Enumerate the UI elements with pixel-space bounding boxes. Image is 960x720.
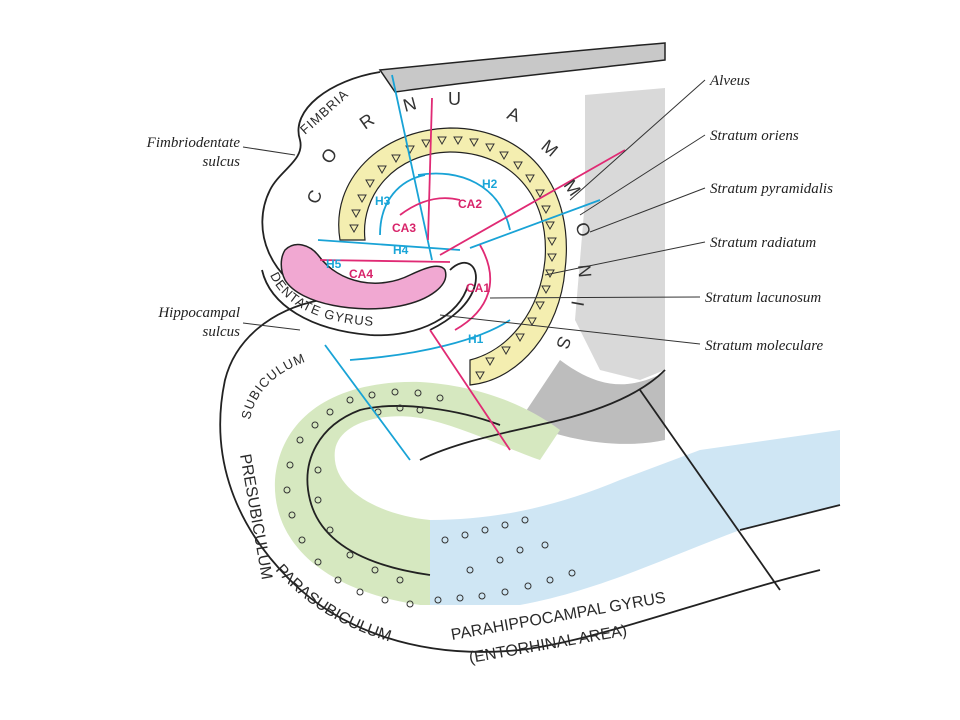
blue-arc-h3 (379, 174, 426, 236)
pink-arc-ca1 (454, 244, 492, 331)
label-hippocampal-2: sulcus (203, 324, 241, 340)
field-h1: H1 (468, 332, 484, 346)
cornu-letter-c: C (303, 187, 326, 206)
inner-outline (419, 369, 666, 461)
region-subiculum: SUBICULUM (238, 350, 307, 420)
subiculum-inner-edge (306, 405, 501, 576)
field-h4: H4 (393, 243, 409, 257)
gyrus-side-line (739, 504, 841, 531)
pink-line-ca3 (427, 97, 433, 241)
cornu-letter-o: O (317, 144, 341, 167)
ammonis-letter-n: N (574, 264, 595, 279)
blue-arc-h1 (349, 319, 511, 361)
blue-line-h4 (317, 239, 461, 251)
label-stratum-moleculare: Stratum moleculare (705, 338, 824, 354)
label-hippocampal-1: Hippocampal (157, 305, 240, 321)
cornu-letter-n: N (401, 93, 419, 116)
cornu-letter-u: U (448, 89, 461, 109)
ventricle-wall (575, 88, 665, 380)
ammonis-letter-m2: M (560, 176, 585, 200)
ammonis-letter-s: S (552, 334, 575, 352)
outer-outline (219, 71, 821, 653)
field-h5: H5 (326, 257, 342, 271)
blue-line-fimbria (391, 74, 433, 261)
pink-pathways (319, 97, 626, 451)
blue-pathways (317, 74, 601, 461)
ventricle-shadow (520, 360, 665, 444)
field-h3: H3 (375, 194, 391, 208)
leader-lines (242, 79, 706, 345)
label-fimbriodentate-2: sulcus (203, 154, 241, 170)
pink-line-ca1 (429, 329, 511, 451)
label-stratum-lacunosum: Stratum lacunosum (705, 290, 821, 306)
cornu-letter-r: R (356, 109, 378, 133)
pyramidal-cells (349, 136, 557, 381)
field-ca3: CA3 (392, 221, 416, 235)
label-stratum-oriens: Stratum oriens (710, 128, 799, 144)
blue-arc-h2 (417, 172, 511, 231)
label-alveus: Alveus (709, 73, 750, 89)
pink-line-ca2 (439, 149, 626, 256)
dentate-hilus-edge (429, 261, 477, 331)
ammonis-letter-o: O (571, 220, 595, 240)
fimbria-tube (378, 42, 666, 93)
dentate-gyrus-outline (261, 269, 469, 337)
field-ca1: CA1 (466, 281, 490, 295)
field-ca4: CA4 (349, 267, 373, 281)
pyramidal-yellow-layer (338, 127, 567, 386)
ammonis-letter-i: I (567, 299, 588, 307)
ammonis-letter-a: A (505, 103, 523, 126)
label-stratum-radiatum: Stratum radiatum (710, 235, 816, 251)
region-presubiculum: PRESUBICULUM (236, 453, 275, 581)
pink-arc-ca2 (399, 197, 461, 216)
label-stratum-pyramidalis: Stratum pyramidalis (710, 181, 833, 197)
entorhinal-blue-area (430, 430, 840, 605)
field-ca2: CA2 (458, 197, 482, 211)
cell-dots (283, 388, 576, 608)
label-fimbriodentate-1: Fimbriodentate (146, 135, 241, 151)
pink-line-ca4 (319, 259, 451, 263)
blue-line-alveus (469, 199, 601, 249)
field-h2: H2 (482, 177, 498, 191)
subiculum-green-band (274, 381, 560, 605)
ammonis-letter-m1: M (537, 136, 561, 161)
blue-line-subiculum (324, 344, 411, 461)
gyrus-boundary-line (639, 389, 781, 591)
